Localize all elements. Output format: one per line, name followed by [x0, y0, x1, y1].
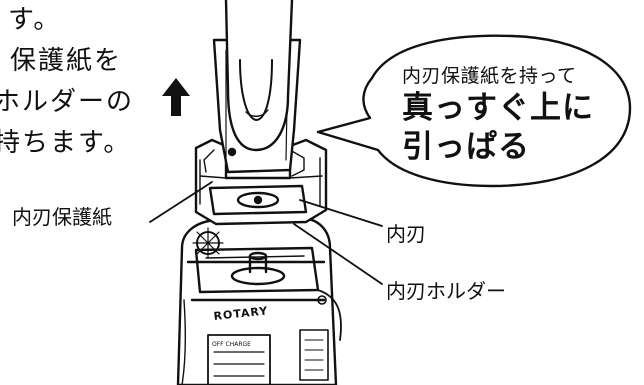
up-arrow-icon: [162, 78, 190, 116]
instruction-line: ホルダーの: [0, 87, 135, 117]
callout-text: 内刃保護紙を持って 真っすぐ上に 引っぱる: [402, 63, 602, 167]
label-protective-paper: 内刃保護紙: [12, 205, 112, 229]
hand: [224, 0, 294, 152]
leader-line-paper: [149, 181, 213, 223]
leader-line-blade: [299, 199, 383, 227]
label-inner-blade: 内刃: [386, 222, 426, 246]
brand-logo: ROTARY: [213, 304, 269, 323]
instruction-line: 持ちます。: [0, 128, 132, 158]
instruction-line: 保護紙を: [10, 46, 123, 76]
callout-line-bold: 真っすぐ上に: [402, 90, 594, 126]
instruction-text: す。 保護紙を ホルダーの 持ちます。: [0, 0, 134, 164]
instruction-line: す。: [8, 5, 62, 35]
callout-bubble: [316, 34, 632, 188]
callout-line-small: 内刃保護紙を持って: [402, 65, 577, 87]
shaver-body: [176, 216, 342, 385]
callout-line-bold: 引っぱる: [402, 129, 530, 165]
leader-line-holder: [293, 223, 383, 285]
switch-label: OFF CHARGE: [212, 341, 251, 348]
label-inner-blade-holder: 内刃ホルダー: [386, 279, 506, 303]
